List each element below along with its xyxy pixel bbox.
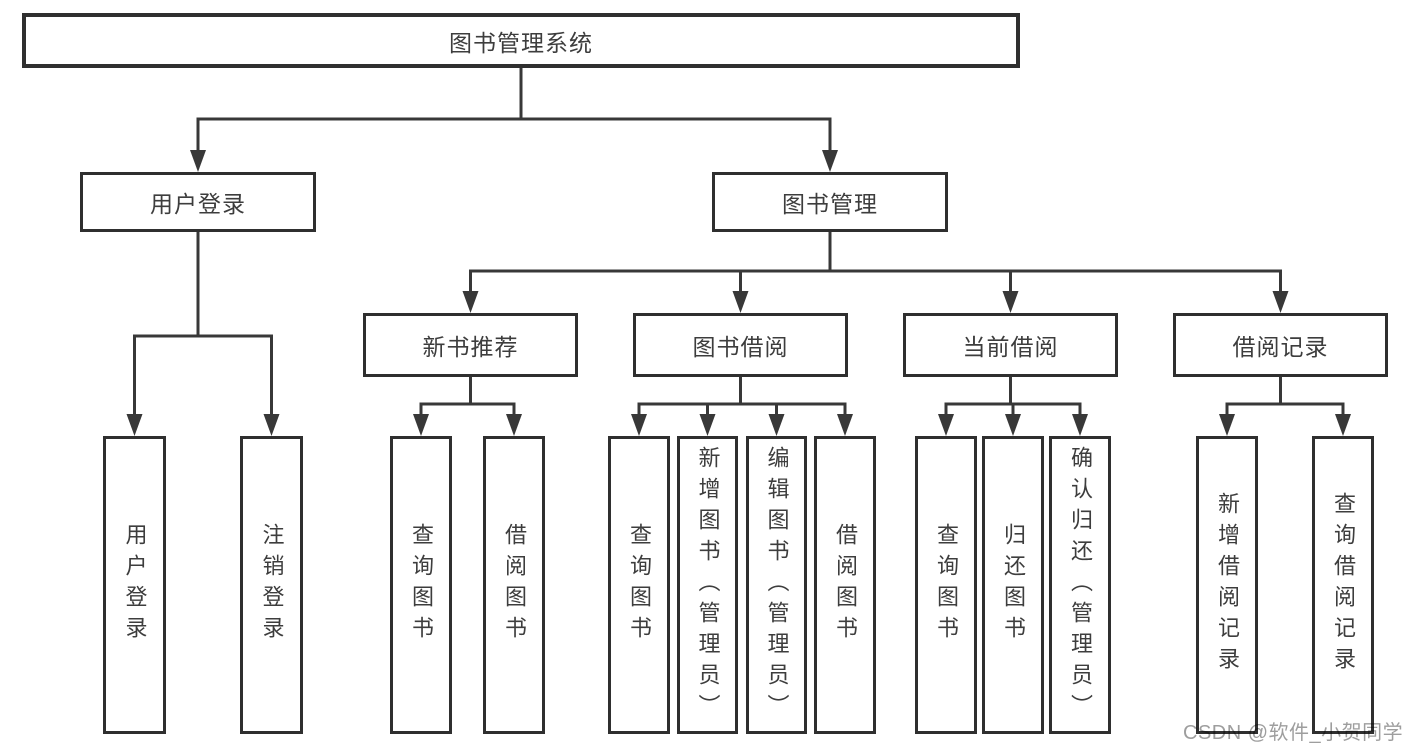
arrowhead [1335, 414, 1351, 436]
arrowhead [1219, 414, 1235, 436]
arrowhead [1002, 291, 1019, 313]
node-borrow-records: 借阅记录 [1173, 313, 1388, 377]
connector-user-login [133, 232, 273, 416]
arrowhead [506, 414, 522, 436]
connector-current-borrow [944, 377, 1082, 416]
leaf-borrow-borrow-books: 借阅图书 [814, 436, 876, 734]
connector-book-management [469, 232, 1282, 293]
node-book-borrow: 图书借阅 [633, 313, 848, 377]
leaf-records-add-record: 新增借阅记录 [1196, 436, 1258, 734]
leaf-borrow-edit-books-admin: 编辑图书（管理员） [746, 436, 807, 734]
leaf-current-query-books: 查询图书 [915, 436, 977, 734]
leaf-borrow-add-books-admin: 新增图书（管理员） [677, 436, 738, 734]
connector-borrow-records [1225, 377, 1345, 416]
node-current-borrow: 当前借阅 [903, 313, 1118, 377]
arrowhead [126, 414, 143, 436]
connector-new-book-recommend [419, 377, 516, 416]
node-user-login: 用户登录 [80, 172, 316, 232]
arrowhead [822, 150, 838, 172]
arrowhead [938, 414, 954, 436]
node-library-management-system: 图书管理系统 [22, 13, 1020, 68]
arrowhead [462, 291, 479, 313]
leaf-user-login: 用户登录 [103, 436, 166, 734]
leaf-newbooks-borrow-books: 借阅图书 [483, 436, 545, 734]
arrowhead [413, 414, 429, 436]
arrowhead [190, 150, 206, 172]
arrowhead [1005, 414, 1021, 436]
leaf-logout: 注销登录 [240, 436, 303, 734]
arrowhead [1272, 291, 1289, 313]
arrowhead [837, 414, 853, 436]
arrowhead [263, 414, 280, 436]
leaf-current-return-books: 归还图书 [982, 436, 1044, 734]
leaf-current-confirm-return-admin: 确认归还（管理员） [1049, 436, 1111, 734]
node-book-management: 图书管理 [712, 172, 948, 232]
arrowhead [768, 414, 785, 436]
arrowhead [699, 414, 716, 436]
connector-root [196, 68, 832, 152]
leaf-newbooks-query-books: 查询图书 [390, 436, 452, 734]
node-new-book-recommend: 新书推荐 [363, 313, 578, 377]
arrowhead [1072, 414, 1088, 436]
leaf-records-query-record: 查询借阅记录 [1312, 436, 1374, 734]
leaf-borrow-query-books: 查询图书 [608, 436, 670, 734]
watermark: CSDN @软件_小贺同学 [1183, 722, 1404, 744]
arrowhead [732, 291, 749, 313]
connector-book-borrow [637, 377, 847, 416]
arrowhead [631, 414, 647, 436]
